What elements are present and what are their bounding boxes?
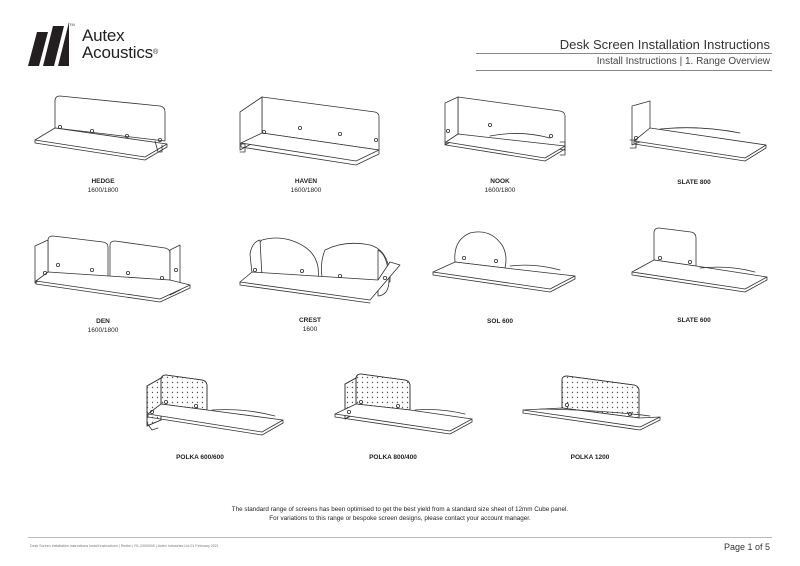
- product-name: HAVEN: [294, 178, 318, 185]
- logo-wordmark-line1: Autex: [82, 26, 125, 45]
- logo-tm-mark: TM: [69, 22, 75, 27]
- header-divider-bottom: [476, 70, 772, 71]
- logo-wordmark-line2: Acoustics: [82, 43, 153, 62]
- autex-logo: TM Autex Acoustics®: [28, 22, 168, 68]
- product-name: DEN: [96, 318, 110, 325]
- polka-1200-screen-drawing: [522, 375, 661, 431]
- product-size: 1600/1800: [290, 186, 322, 194]
- sol-600-screen-drawing: [432, 231, 576, 293]
- polka-600-600-screen-drawing: [146, 374, 284, 436]
- footer-document-reference: Desk Screen Installation Instructions In…: [30, 544, 219, 548]
- polka-800-400-screen-drawing: [334, 373, 473, 435]
- product-name: HEDGE: [91, 178, 115, 185]
- hedge-screen-drawing: [34, 95, 168, 161]
- product-size: 1600: [302, 325, 318, 333]
- logo-wordmark: Autex Acoustics®: [82, 27, 158, 61]
- product-label-sol-600: SOL 600: [440, 318, 560, 327]
- range-note-line2: For variations to this range or bespoke …: [269, 515, 531, 522]
- nook-screen-drawing: [444, 96, 566, 162]
- product-name: SLATE 600: [677, 317, 711, 324]
- haven-screen-drawing: [239, 96, 380, 166]
- header-divider-top: [476, 53, 772, 54]
- footer-divider: [28, 537, 772, 538]
- product-label-crest: CREST 1600: [250, 317, 370, 334]
- product-size: 1600/1800: [87, 326, 119, 334]
- range-note: The standard range of screens has been o…: [0, 505, 800, 523]
- document-title: Desk Screen Installation Instructions: [559, 37, 770, 52]
- autex-logo-mark-icon: [28, 22, 69, 66]
- range-note-line1: The standard range of screens has been o…: [231, 506, 569, 513]
- product-label-slate-800: SLATE 800: [634, 179, 754, 188]
- document-subtitle: Install Instructions | 1. Range Overview: [596, 56, 770, 67]
- product-size: 1600/1800: [484, 186, 516, 194]
- slate-800-screen-drawing: [629, 100, 767, 162]
- product-label-hedge: HEDGE 1600/1800: [43, 178, 163, 195]
- crest-screen-drawing: [239, 237, 401, 304]
- product-name: NOOK: [490, 178, 510, 185]
- product-label-polka-600-600: POLKA 600/600: [140, 454, 260, 463]
- product-name: CREST: [298, 317, 322, 324]
- den-screen-drawing: [34, 235, 191, 303]
- product-label-polka-800-400: POLKA 800/400: [333, 454, 453, 463]
- product-label-slate-600: SLATE 600: [634, 317, 754, 326]
- product-label-nook: NOOK 1600/1800: [440, 178, 560, 195]
- page-number: Page 1 of 5: [723, 542, 770, 552]
- product-name: SOL 600: [487, 318, 513, 325]
- slate-600-screen-drawing: [631, 227, 768, 293]
- logo-registered-mark: ®: [152, 49, 158, 56]
- product-name: SLATE 800: [677, 179, 711, 186]
- product-name: POLKA 600/600: [176, 454, 224, 461]
- product-name: POLKA 800/400: [369, 454, 417, 461]
- product-size: 1600/1800: [87, 186, 119, 194]
- product-label-polka-1200: POLKA 1200: [530, 454, 650, 463]
- product-label-den: DEN 1600/1800: [43, 318, 163, 335]
- product-label-haven: HAVEN 1600/1800: [246, 178, 366, 195]
- product-name: POLKA 1200: [570, 454, 610, 461]
